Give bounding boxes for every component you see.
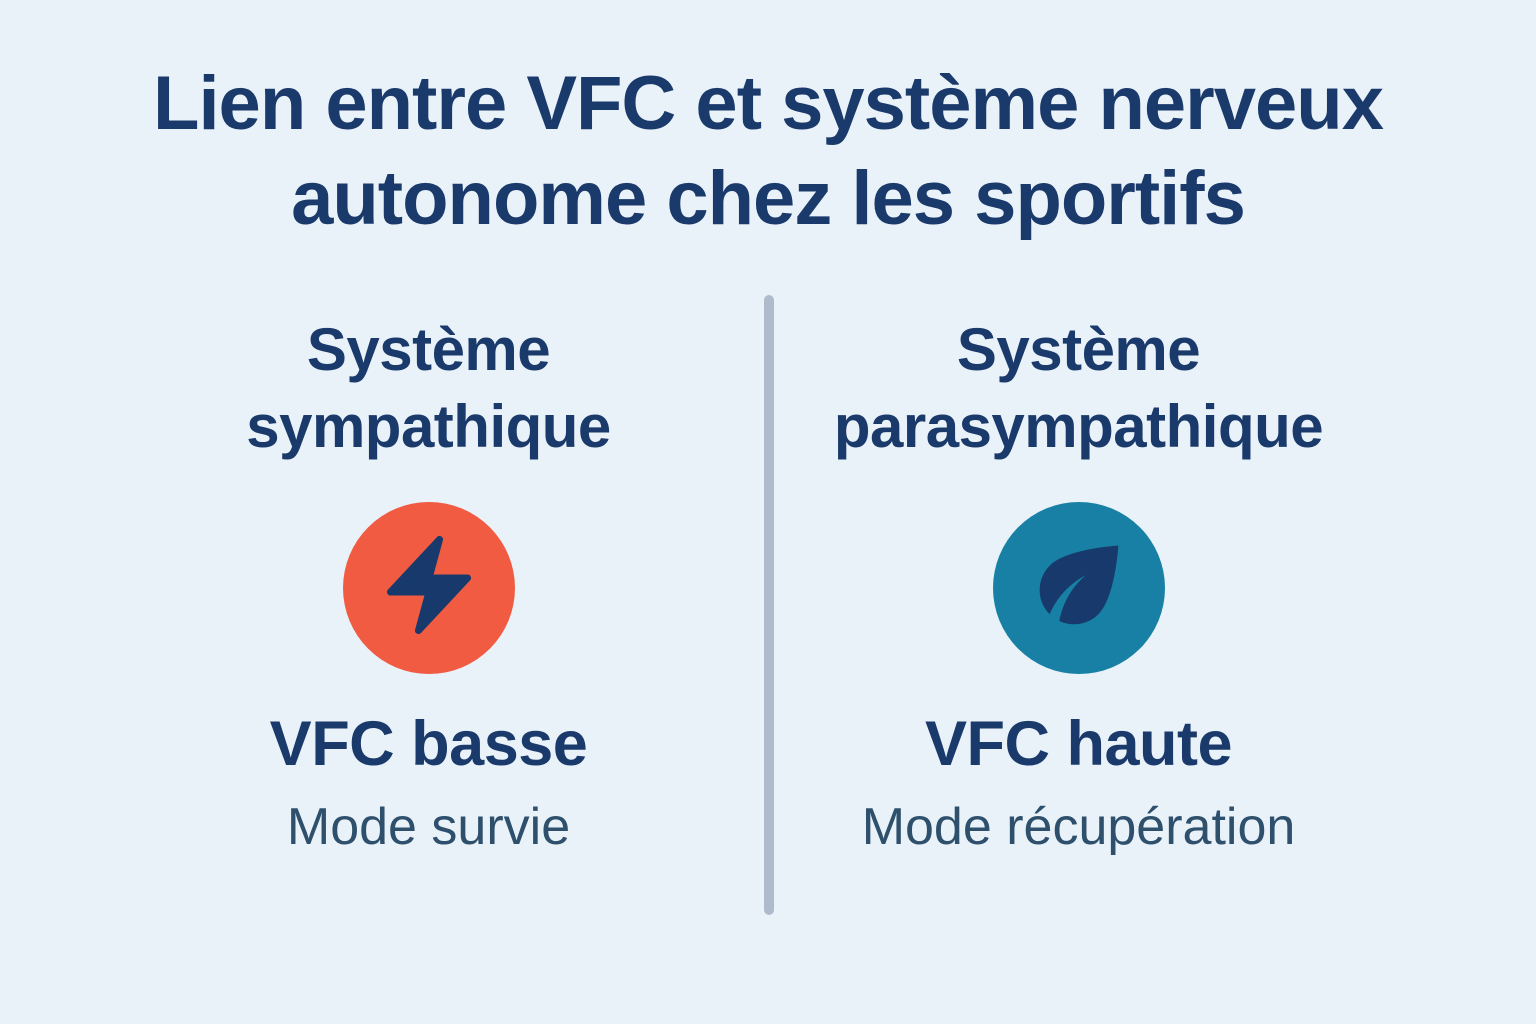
parasympathetic-mode-label: Mode récupération bbox=[861, 797, 1296, 856]
vertical-divider bbox=[764, 295, 774, 915]
page-title: Lien entre VFC et système nerveux autono… bbox=[0, 56, 1536, 246]
parasympathetic-column: Système parasympathique VFC haute Mode r… bbox=[769, 312, 1536, 856]
sympathetic-heading: Système sympathique bbox=[246, 316, 611, 460]
parasympathetic-icon-badge bbox=[992, 501, 1165, 674]
sympathetic-vfc-label: VFC basse bbox=[269, 708, 588, 779]
sympathetic-mode-label: Mode survie bbox=[286, 797, 571, 856]
lightning-bolt-icon bbox=[373, 529, 485, 646]
leaf-icon bbox=[1020, 526, 1138, 649]
parasympathetic-heading: Système parasympathique bbox=[833, 316, 1324, 460]
parasympathetic-vfc-label: VFC haute bbox=[924, 708, 1233, 779]
sympathetic-column: Système sympathique VFC basse Mode survi… bbox=[0, 312, 769, 856]
page-title-line1: Lien entre VFC et système nerveux bbox=[153, 61, 1384, 146]
sympathetic-icon-badge bbox=[342, 501, 515, 674]
page-title-line2: autonome chez les sportifs bbox=[291, 156, 1246, 241]
